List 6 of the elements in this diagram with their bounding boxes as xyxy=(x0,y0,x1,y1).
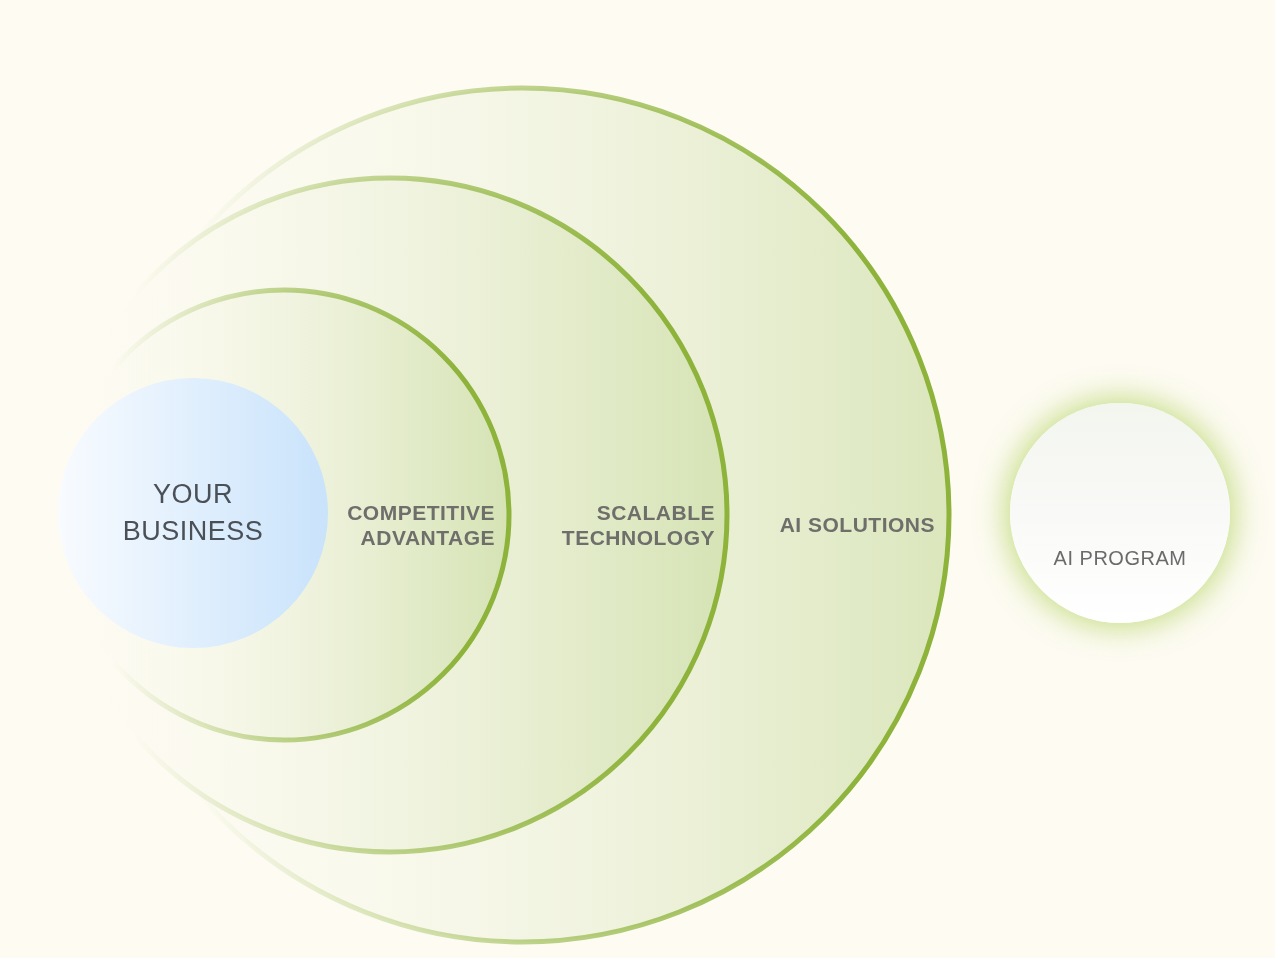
circle-label: YOUR BUSINESS xyxy=(121,478,265,548)
program-circle xyxy=(1010,403,1230,623)
ring-label: SCALABLE TECHNOLOGY xyxy=(560,500,715,550)
circle-label: AI PROGRAM xyxy=(1052,546,1188,571)
ring-label: AI SOLUTIONS xyxy=(778,512,935,537)
ring-label: COMPETITIVE ADVANTAGE xyxy=(346,500,495,550)
